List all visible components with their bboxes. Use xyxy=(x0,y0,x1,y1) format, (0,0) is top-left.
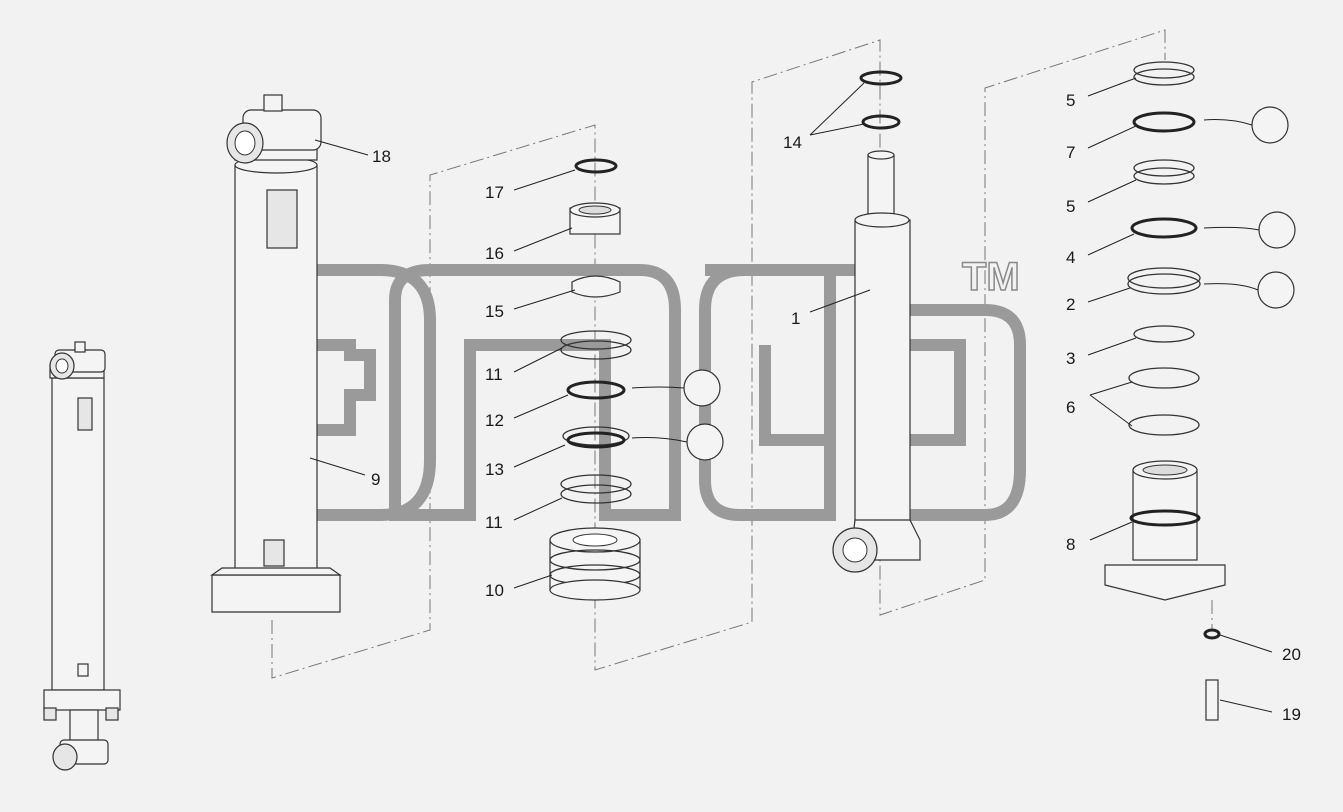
assembled-cylinder-small xyxy=(43,341,121,771)
callout-15: 15 xyxy=(485,302,504,321)
gland-parts xyxy=(1104,61,1296,721)
callout-5-upper: 5 xyxy=(1066,91,1075,110)
callout-11-upper: 11 xyxy=(485,365,503,384)
callout-10: 10 xyxy=(485,581,504,600)
callout-14: 14 xyxy=(783,133,802,152)
piston-parts xyxy=(549,158,724,601)
callout-16: 16 xyxy=(485,244,504,263)
callout-5-lower: 5 xyxy=(1066,197,1075,216)
callout-6: 6 xyxy=(1066,398,1075,417)
cylinder-tube-part-9 xyxy=(210,94,342,613)
callout-7: 7 xyxy=(1066,143,1075,162)
callout-20: 20 xyxy=(1282,645,1301,664)
callout-8: 8 xyxy=(1066,535,1075,554)
callout-11-lower: 11 xyxy=(485,513,503,532)
leader-lines xyxy=(309,77,1273,713)
trademark-mark: TM xyxy=(962,255,1020,299)
callout-17: 17 xyxy=(485,183,504,202)
callout-1: 1 xyxy=(791,309,800,328)
callout-13: 13 xyxy=(485,460,504,479)
callout-18: 18 xyxy=(372,147,391,166)
watermark-logo: TM xyxy=(284,254,1026,521)
callout-12: 12 xyxy=(485,411,504,430)
callout-9: 9 xyxy=(371,470,380,489)
piston-rod-part-1 xyxy=(832,70,921,573)
callout-labels: 18 17 16 15 11 12 13 11 10 9 14 1 5 7 5 … xyxy=(371,91,1301,724)
assembly-axes xyxy=(271,29,1213,679)
callout-3: 3 xyxy=(1066,349,1075,368)
callout-4: 4 xyxy=(1066,248,1075,267)
callout-2: 2 xyxy=(1066,295,1075,314)
callout-19: 19 xyxy=(1282,705,1301,724)
